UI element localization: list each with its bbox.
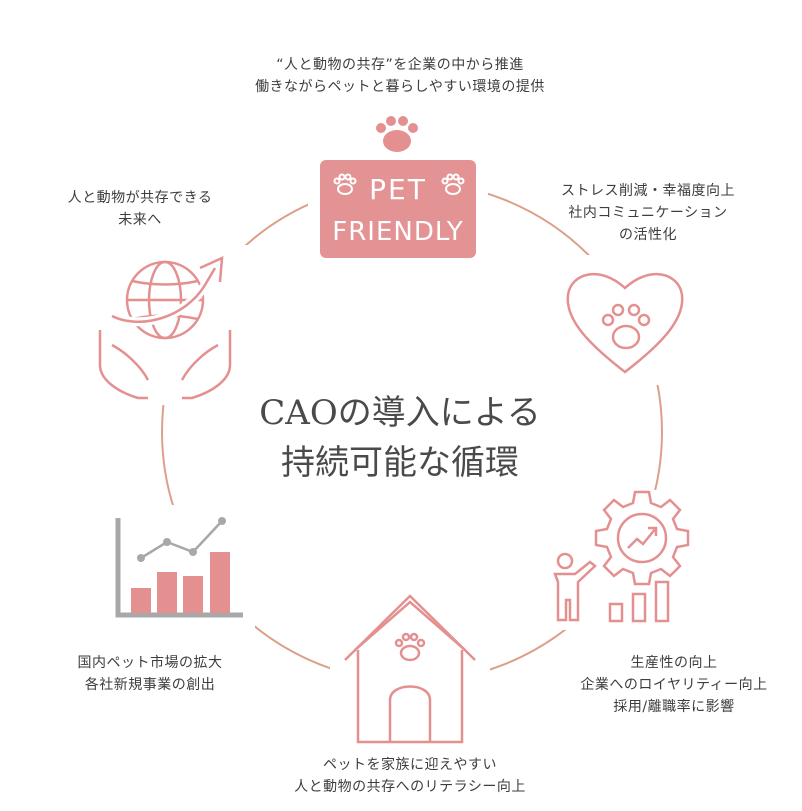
caption-lower-right-line1: 生産性の向上 bbox=[630, 655, 718, 671]
paw-icon bbox=[376, 116, 418, 152]
caption-top-line1: “人と動物の共存”を企業の中から推進 bbox=[276, 57, 524, 73]
gear-icon bbox=[594, 490, 690, 586]
globe-hands-icon bbox=[98, 255, 232, 400]
caption-lower-left-line2: 各社新規事業の創出 bbox=[84, 677, 216, 693]
bar-icon bbox=[608, 580, 670, 623]
productivity-icon bbox=[553, 490, 690, 623]
caption-top: “人と動物の共存”を企業の中から推進 働きながらペットと暮らしやすい環境の提供 bbox=[150, 54, 650, 98]
caption-upper-left: 人と動物が共存できる 未来へ bbox=[30, 187, 250, 231]
caption-bottom: ペットを家族に迎えやすい 人と動物の共存へのリテラシー向上 bbox=[230, 754, 590, 798]
caption-bottom-line2: 人と動物の共存へのリテラシー向上 bbox=[294, 779, 526, 795]
caption-lower-right-line3: 採用/離職率に影響 bbox=[613, 699, 735, 715]
caption-upper-left-line1: 人と動物が共存できる bbox=[67, 190, 213, 206]
badge-line2: FRIENDLY bbox=[332, 217, 464, 247]
center-title-line2: 持続可能な循環 bbox=[281, 443, 519, 483]
caption-upper-right-line1: ストレス削減・幸福度向上 bbox=[561, 183, 735, 199]
center-title: CAOの導入による 持続可能な循環 bbox=[200, 388, 600, 488]
badge-line1: PET bbox=[369, 173, 427, 206]
caption-lower-right-line2: 企業へのロイヤリティー向上 bbox=[580, 677, 768, 693]
caption-lower-right: 生産性の向上 企業へのロイヤリティー向上 採用/離職率に影響 bbox=[556, 652, 792, 718]
caption-top-line2: 働きながらペットと暮らしやすい環境の提供 bbox=[255, 79, 545, 95]
caption-upper-right-line3: の活性化 bbox=[619, 227, 677, 243]
heart-paw-icon bbox=[566, 272, 684, 374]
person-icon bbox=[553, 552, 597, 622]
caption-upper-left-line2: 未来へ bbox=[118, 212, 162, 228]
center-title-line1: CAOの導入による bbox=[259, 393, 541, 433]
caption-bottom-line1: ペットを家族に迎えやすい bbox=[323, 757, 497, 773]
caption-upper-right: ストレス削減・幸福度向上 社内コミュニケーション の活性化 bbox=[538, 180, 758, 246]
caption-lower-left-line1: 国内ペット市場の拡大 bbox=[77, 655, 223, 671]
caption-upper-right-line2: 社内コミュニケーション bbox=[568, 205, 728, 221]
market-chart-icon bbox=[115, 517, 243, 618]
paw-icon bbox=[394, 632, 426, 662]
pet-friendly-badge: PET FRIENDLY bbox=[320, 116, 476, 258]
caption-lower-left: 国内ペット市場の拡大 各社新規事業の創出 bbox=[30, 652, 270, 696]
doghouse-icon bbox=[344, 594, 476, 744]
